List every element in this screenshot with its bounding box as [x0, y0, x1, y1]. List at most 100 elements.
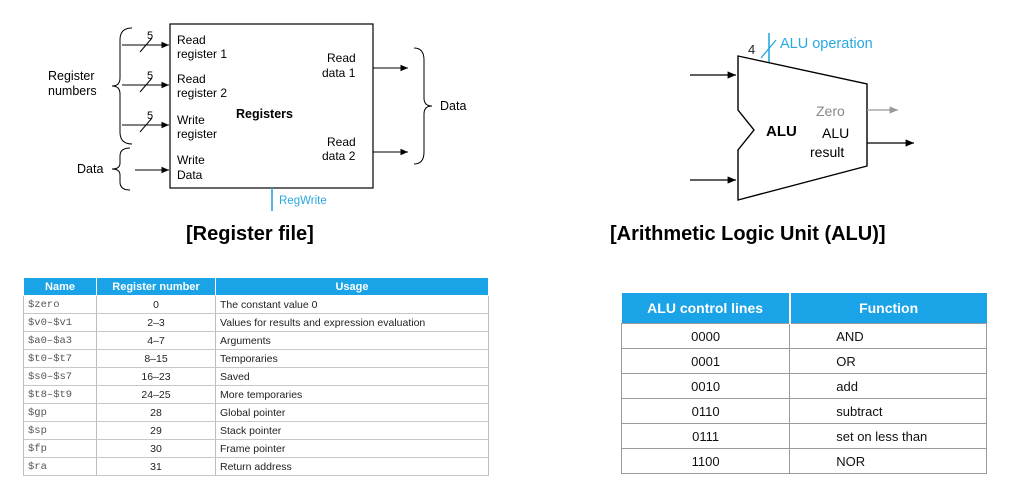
alu-function: add — [789, 373, 987, 399]
alu-diagram: 4 ALU operation ALU Zero ALU result — [690, 33, 914, 201]
register-name: $v0–$v1 — [23, 313, 97, 332]
alu-function: set on less than — [789, 423, 987, 449]
alu-operation-width: 4 — [748, 42, 755, 57]
data-left-label: Data — [77, 162, 103, 176]
alu-function: OR — [789, 348, 987, 374]
register-usage: Frame pointer — [215, 439, 489, 458]
data-right-label: Data — [440, 99, 466, 113]
register-number: 16–23 — [96, 367, 216, 386]
register-number: 30 — [96, 439, 216, 458]
register-number: 2–3 — [96, 313, 216, 332]
register-name: $t8–$t9 — [23, 385, 97, 404]
write-data-label-line2: Data — [177, 168, 203, 182]
register-name: $t0–$t7 — [23, 349, 97, 368]
register-usage: Values for results and expression evalua… — [215, 313, 489, 332]
alu-control-code: 0000 — [620, 323, 791, 349]
alu-caption: [Arithmetic Logic Unit (ALU)] — [610, 223, 886, 245]
alu-table-header: ALU control lines Function — [621, 293, 987, 324]
table-row: 0010 add — [620, 373, 987, 399]
register-name: $zero — [23, 295, 97, 314]
register-table-header: Name Register number Usage — [23, 277, 489, 296]
register-number: 8–15 — [96, 349, 216, 368]
data-right-brace — [413, 47, 433, 165]
write-register-label-line1: Write — [177, 113, 205, 127]
read-register-2-width: 5 — [147, 70, 153, 82]
register-number: 24–25 — [96, 385, 216, 404]
read-data-2-label-line1: Read — [327, 135, 356, 149]
register-numbers-label-line2: numbers — [48, 84, 97, 98]
register-usage: Saved — [215, 367, 489, 386]
alu-control-code: 0010 — [620, 373, 791, 399]
alu-control-table: ALU control lines Function 0000 AND 0001… — [620, 293, 987, 474]
register-usage: Stack pointer — [215, 421, 489, 440]
registers-block — [169, 23, 374, 189]
register-file-caption: [Register file] — [186, 223, 314, 245]
write-register-label-line2: register — [177, 127, 217, 141]
register-number: 0 — [96, 295, 216, 314]
write-register-width: 5 — [147, 110, 153, 122]
register-name: $s0–$s7 — [23, 367, 97, 386]
read-register-2-label-line2: register 2 — [177, 86, 227, 100]
register-number: 31 — [96, 457, 216, 476]
alu-function: NOR — [789, 448, 987, 474]
header-name: Name — [23, 277, 97, 296]
table-row: 0000 AND — [620, 323, 987, 349]
alu-operation-label: ALU operation — [780, 36, 873, 52]
register-file-diagram: Registers 5 Read register 1 5 Read regis… — [48, 23, 466, 211]
header-register-number: Register number — [96, 277, 216, 296]
write-data-label-line1: Write — [177, 153, 205, 167]
alu-control-code: 0111 — [620, 423, 791, 449]
read-data-1-label-line1: Read — [327, 51, 356, 65]
header-function: Function — [789, 293, 987, 324]
table-row: $s0–$s7 16–23 Saved — [23, 367, 489, 386]
table-row: $t0–$t7 8–15 Temporaries — [23, 349, 489, 368]
alu-control-code: 1100 — [620, 448, 791, 474]
table-row: $gp 28 Global pointer — [23, 403, 489, 422]
registers-block-label: Registers — [236, 107, 293, 121]
table-row: $a0–$a3 4–7 Arguments — [23, 331, 489, 350]
read-data-2-label-line2: data 2 — [322, 149, 356, 163]
register-usage: The constant value 0 — [215, 295, 489, 314]
read-register-1-label-line1: Read — [177, 33, 206, 47]
table-row: $zero 0 The constant value 0 — [23, 295, 489, 314]
table-row: 1100 NOR — [620, 448, 987, 474]
register-name: $sp — [23, 421, 97, 440]
register-usage: Arguments — [215, 331, 489, 350]
alu-function: subtract — [789, 398, 987, 424]
table-row: 0110 subtract — [620, 398, 987, 424]
register-name: $fp — [23, 439, 97, 458]
alu-block — [737, 55, 868, 201]
table-row: 0111 set on less than — [620, 423, 987, 449]
register-name: $ra — [23, 457, 97, 476]
table-row: $t8–$t9 24–25 More temporaries — [23, 385, 489, 404]
header-usage: Usage — [215, 277, 489, 296]
table-row: 0001 OR — [620, 348, 987, 374]
read-data-1-label-line2: data 1 — [322, 66, 356, 80]
register-name: $gp — [23, 403, 97, 422]
register-number: 28 — [96, 403, 216, 422]
alu-control-code: 0001 — [620, 348, 791, 374]
register-number: 29 — [96, 421, 216, 440]
register-numbers-label-line1: Register — [48, 69, 95, 83]
register-table: Name Register number Usage $zero 0 The c… — [23, 277, 489, 476]
register-usage: More temporaries — [215, 385, 489, 404]
header-alu-control-lines: ALU control lines — [621, 293, 791, 324]
alu-zero-label: Zero — [816, 103, 845, 119]
alu-block-label: ALU — [766, 123, 797, 140]
register-numbers-brace — [111, 27, 133, 145]
alu-result-label-line2: result — [810, 144, 844, 160]
table-row: $v0–$v1 2–3 Values for results and expre… — [23, 313, 489, 332]
read-register-1-width: 5 — [147, 30, 153, 42]
read-register-2-label-line1: Read — [177, 72, 206, 86]
register-usage: Return address — [215, 457, 489, 476]
register-name: $a0–$a3 — [23, 331, 97, 350]
alu-control-code: 0110 — [620, 398, 791, 424]
table-row: $fp 30 Frame pointer — [23, 439, 489, 458]
alu-result-label-line1: ALU — [822, 125, 849, 141]
alu-function: AND — [789, 323, 987, 349]
table-row: $ra 31 Return address — [23, 457, 489, 476]
read-register-1-label-line2: register 1 — [177, 47, 227, 61]
data-left-brace — [111, 147, 131, 191]
register-number: 4–7 — [96, 331, 216, 350]
regwrite-label: RegWrite — [279, 195, 327, 207]
